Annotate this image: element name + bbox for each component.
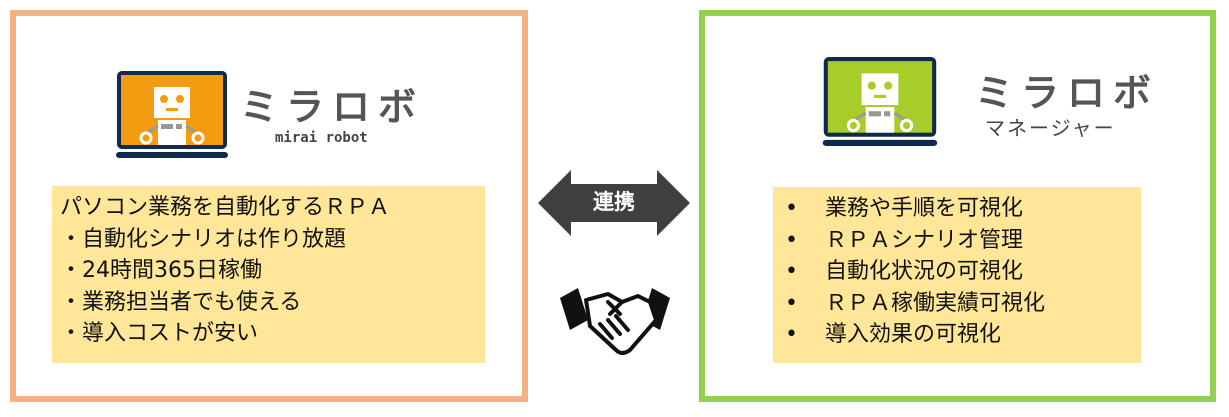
- robot-laptop-icon: [116, 71, 228, 158]
- bullet: •: [785, 322, 798, 347]
- list-item: • 業務や手順を可視化: [785, 193, 1141, 225]
- list-item-text: 自動化状況の可視化: [825, 259, 1024, 284]
- bullet: •: [785, 227, 798, 253]
- list-item-text: ＲＰＡシナリオ管理: [825, 227, 1024, 253]
- integration-label: 連携: [593, 190, 635, 214]
- feature-list: パソコン業務を自動化するＲＰＡ ・自動化シナリオは作り放題 ・24時間365日稼…: [52, 186, 485, 363]
- list-item: ・業務担当者でも使える: [60, 289, 302, 315]
- handshake-icon: [560, 288, 670, 355]
- double-arrow-icon: [538, 170, 690, 236]
- bullet: •: [785, 259, 798, 284]
- list-item-text: ＲＰＡ稼働実績可視化: [825, 290, 1046, 316]
- product-title: ミラロボ: [975, 71, 1160, 115]
- list-item-text: 業務や手順を可視化: [825, 196, 1024, 221]
- product-subtitle: マネージャー: [985, 116, 1116, 140]
- list-item: ・導入コストが安い: [60, 321, 259, 346]
- list-item: パソコン業務を自動化するＲＰＡ: [60, 195, 391, 220]
- product-title: ミラロボ: [240, 85, 425, 129]
- list-item: • 導入効果の可視化: [785, 319, 1141, 351]
- robot-laptop-icon: [822, 57, 938, 146]
- list-item: ・自動化シナリオは作り放題: [60, 226, 347, 252]
- list-item-text: 導入効果の可視化: [825, 322, 1002, 347]
- list-item: • ＲＰＡ稼働実績可視化: [785, 288, 1141, 320]
- bullet: •: [785, 290, 798, 316]
- feature-list: • 業務や手順を可視化 • ＲＰＡシナリオ管理 • 自動化状況の可視化 • ＲＰＡ稼働実…: [773, 187, 1141, 363]
- bullet: •: [785, 196, 798, 221]
- product-subtitle: mirai robot: [275, 130, 368, 146]
- list-item: • ＲＰＡシナリオ管理: [785, 225, 1141, 257]
- list-item: ・24時間365日稼働: [60, 258, 262, 283]
- list-item: • 自動化状況の可視化: [785, 256, 1141, 288]
